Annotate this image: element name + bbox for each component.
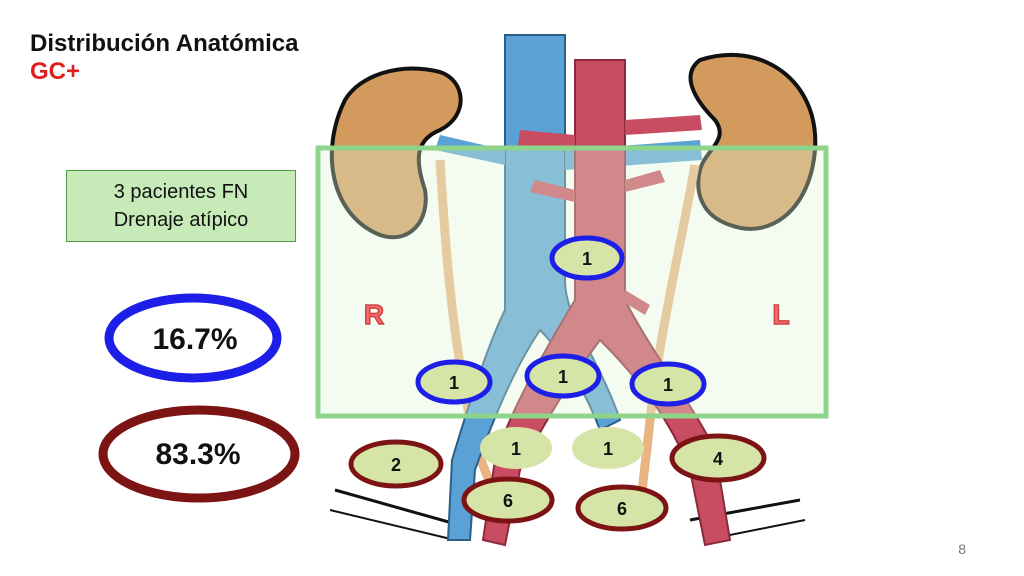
- node-left-iliac-count: 1: [663, 375, 673, 395]
- node-right-internal-iliac: [480, 427, 552, 469]
- left-kidney: [688, 52, 818, 231]
- node-right-iliac-count: 1: [449, 373, 459, 393]
- right-kidney: [329, 66, 463, 240]
- pelvic-line-left-2: [329, 509, 456, 541]
- title-main: Distribución Anatómica: [30, 30, 299, 57]
- side-label-left: L: [772, 299, 789, 330]
- node-aortic: [549, 235, 625, 281]
- node-left-internal-iliac: [572, 427, 644, 469]
- node-right-internal-count: 1: [511, 439, 521, 459]
- blue-percent-label: 16.7%: [152, 323, 237, 356]
- title-subtitle: GC+: [30, 58, 81, 85]
- node-aortic-count: 1: [582, 249, 592, 269]
- red-percent-ellipse: [98, 405, 300, 503]
- info-box-line2: Drenaje atípico: [113, 209, 249, 231]
- node-right-pelvic: [461, 476, 555, 524]
- blue-percent-ellipse: [104, 293, 282, 383]
- node-right-external: [348, 439, 444, 489]
- node-right-external-count: 2: [391, 455, 401, 475]
- node-left-pelvic: [575, 484, 669, 532]
- info-box-line1: 3 pacientes FN: [113, 181, 249, 203]
- node-left-external-count: 4: [713, 449, 723, 469]
- aorta: [481, 59, 732, 547]
- node-right-pelvic-count: 6: [503, 491, 513, 511]
- slide-title: Distribución Anatómica GC+: [30, 30, 298, 86]
- node-left-external: [669, 433, 767, 483]
- side-label-right: R: [364, 299, 384, 330]
- node-left-iliac: [629, 361, 707, 407]
- node-bifurcation-count: 1: [558, 367, 568, 387]
- info-box: 3 pacientes FN Drenaje atípico: [66, 170, 296, 242]
- node-left-internal-count: 1: [603, 439, 613, 459]
- pelvic-line-left: [334, 488, 471, 530]
- node-left-pelvic-count: 6: [617, 499, 627, 519]
- page-number: 8: [958, 541, 966, 557]
- node-bifurcation: [524, 353, 602, 399]
- red-percent-label: 83.3%: [155, 438, 240, 471]
- node-right-iliac: [415, 359, 493, 405]
